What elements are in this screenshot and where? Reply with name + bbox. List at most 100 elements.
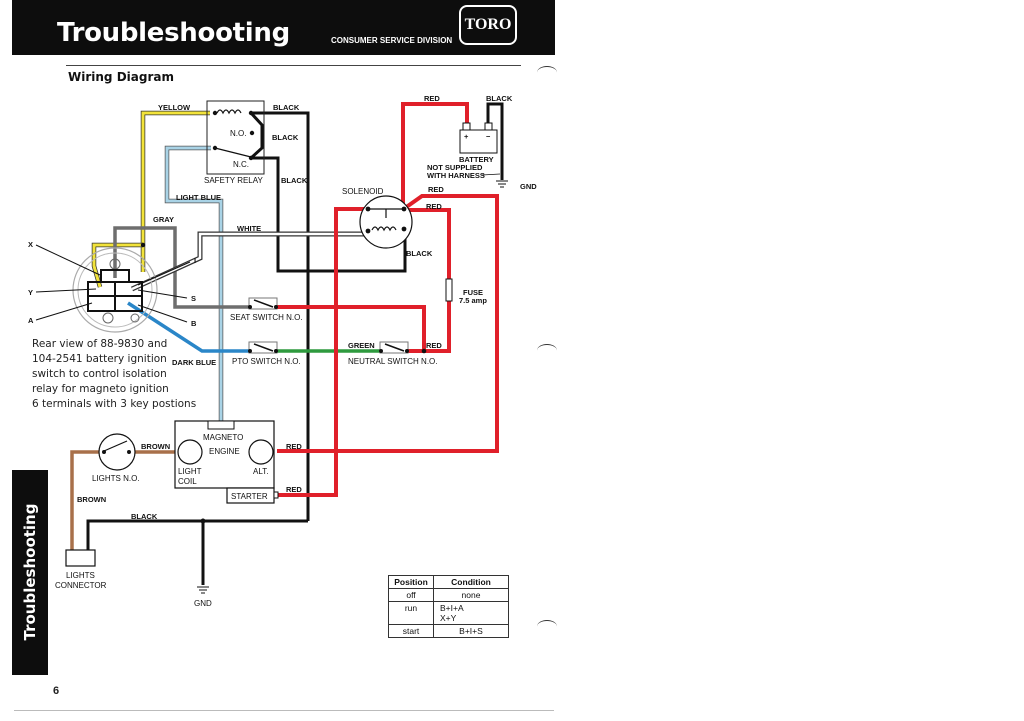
condition-cell: B+I+A X+Y	[433, 601, 509, 625]
binder-hole-top	[537, 66, 557, 79]
label-red-neutral: RED	[426, 341, 442, 350]
label-white: WHITE	[237, 224, 261, 233]
position-cell: start	[388, 624, 434, 638]
lights-connector: LIGHTS CONNECTOR	[55, 549, 107, 590]
gnd-bottom-label: GND	[194, 599, 212, 608]
pto-switch: PTO SWITCH N.O.	[232, 341, 301, 366]
terminal-y-label: Y	[28, 288, 33, 297]
binder-hole-middle	[537, 344, 557, 357]
label-light-blue: LIGHT BLUE	[176, 193, 221, 202]
light-coil-label-1: LIGHT	[178, 467, 202, 476]
ground-icon-battery	[496, 180, 508, 188]
engine: MAGNETO ENGINE LIGHT COIL ALT. STARTER	[174, 420, 279, 504]
ignition-switch-note: Rear view of 88-9830 and 104-2541 batter…	[32, 337, 196, 412]
terminal-x-label: X	[28, 240, 33, 249]
condition-cell: none	[433, 588, 509, 602]
key-position-table: Position Condition off none run B+I+A X+…	[388, 575, 509, 638]
bottom-rule	[14, 710, 554, 711]
label-brown-connector: BROWN	[77, 495, 106, 504]
label-red-alt: RED	[286, 442, 302, 451]
section-title: Wiring Diagram	[68, 70, 174, 84]
wire-red-solenoid-to-starter	[277, 207, 368, 497]
label-black-relay-top: BLACK	[273, 103, 300, 112]
fuse: FUSE 7.5 amp	[445, 278, 487, 305]
brown-wires	[70, 450, 178, 550]
magneto-label: MAGNETO	[203, 433, 243, 442]
safety-relay-label: SAFETY RELAY	[204, 176, 264, 185]
relay-nc-label: N.C.	[233, 160, 249, 169]
label-black-relay-mid: BLACK	[272, 133, 299, 142]
solenoid-label: SOLENOID	[342, 187, 384, 196]
table-row: run B+I+A X+Y	[388, 601, 509, 625]
wire-black-relay-mid	[249, 111, 264, 160]
solenoid: SOLENOID	[342, 187, 413, 249]
label-black-relay-right: BLACK	[281, 176, 308, 185]
wire-red-solenoid-to-alt	[277, 194, 499, 453]
label-dark-blue: DARK BLUE	[172, 358, 216, 367]
note-line: switch to control isolation	[32, 368, 167, 380]
battery: + − BATTERY NOT SUPPLIED WITH HARNESS	[427, 122, 501, 180]
gnd-battery-label: GND	[520, 182, 537, 191]
table-row: start B+I+S	[388, 624, 509, 638]
lights-no-label: LIGHTS N.O.	[92, 474, 140, 483]
condition-cell: B+I+S	[433, 624, 509, 638]
dark-blue-wire	[127, 301, 250, 353]
lights-connector-label-2: CONNECTOR	[55, 581, 107, 590]
wire-red-seat-to-neutral	[277, 305, 426, 351]
battery-note-1: NOT SUPPLIED	[427, 163, 483, 172]
terminal-leaders	[35, 244, 191, 323]
yellow-wires	[91, 110, 210, 288]
terminal-a-label: A	[28, 316, 34, 325]
label-gray: GRAY	[153, 215, 174, 224]
page-number: 6	[53, 685, 60, 697]
black-wires	[86, 102, 504, 585]
toro-logo: TORO	[459, 5, 517, 45]
terminal-i-label: I	[194, 256, 196, 265]
gray-wire	[113, 226, 250, 309]
relay-coil-icon	[216, 109, 242, 115]
header-condition: Condition	[433, 575, 509, 589]
battery-note-2: WITH HARNESS	[427, 171, 485, 180]
engine-label: ENGINE	[209, 447, 240, 456]
wire-red-solenoid-to-fuse	[405, 208, 451, 353]
label-green: GREEN	[348, 341, 375, 350]
battery-plus-label: +	[464, 132, 469, 141]
label-brown-lights: BROWN	[141, 442, 170, 451]
neutral-switch-label: NEUTRAL SWITCH N.O.	[348, 357, 437, 366]
safety-relay: N.O. N.C. SAFETY RELAY	[204, 100, 265, 185]
terminal-b-label: B	[191, 319, 197, 328]
wire-black-relay-top	[251, 111, 310, 521]
light-coil-label-2: COIL	[178, 477, 197, 486]
lights-switch: LIGHTS N.O.	[92, 433, 140, 483]
label-black-ground: BLACK	[131, 512, 158, 521]
white-wire	[130, 231, 368, 292]
condition-line: X+Y	[440, 613, 457, 623]
label-red-starter: RED	[286, 485, 302, 494]
top-rule	[66, 65, 521, 66]
wire-yellow-x	[92, 243, 143, 288]
pto-switch-label: PTO SWITCH N.O.	[232, 357, 301, 366]
note-line: relay for magneto ignition	[32, 383, 169, 395]
note-line: 104-2541 battery ignition	[32, 353, 167, 365]
wire-red-battery	[401, 102, 469, 208]
side-tab-label: Troubleshooting	[21, 503, 39, 641]
side-tab	[12, 470, 48, 675]
lights-connector-label-1: LIGHTS	[66, 571, 95, 580]
neutral-switch: NEUTRAL SWITCH N.O.	[348, 341, 437, 366]
fuse-label: FUSE	[463, 288, 483, 297]
red-wires	[277, 102, 499, 497]
position-cell: off	[388, 588, 434, 602]
label-red-solenoid-1: RED	[428, 185, 444, 194]
table-header-row: Position Condition	[388, 575, 509, 589]
header-position: Position	[388, 575, 434, 589]
light-blue-wire	[164, 145, 224, 425]
wire-black-battery	[486, 102, 504, 180]
fuse-rating-label: 7.5 amp	[459, 296, 487, 305]
terminal-s-label: S	[191, 294, 196, 303]
label-red-solenoid-2: RED	[426, 202, 442, 211]
seat-switch-label: SEAT SWITCH N.O.	[230, 313, 303, 322]
ground-icon-bottom	[197, 586, 209, 594]
table-row: off none	[388, 588, 509, 602]
relay-no-label: N.O.	[230, 129, 246, 138]
